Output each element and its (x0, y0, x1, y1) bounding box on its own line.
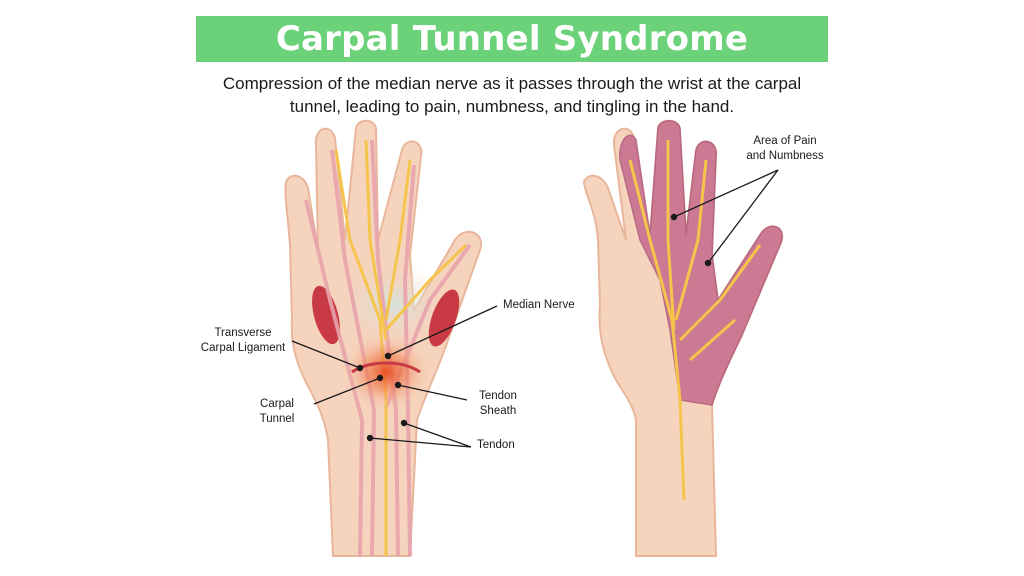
right-hand (582, 119, 783, 557)
label-tendon-sheath: Tendon Sheath (479, 390, 517, 417)
numbness-area (619, 120, 783, 406)
leader-transverse-ligament (291, 340, 361, 369)
label-tendon: Tendon (477, 439, 515, 451)
label-area-of-pain: Area of Pain and Numbness (746, 135, 824, 162)
label-transverse-carpal-ligament: Transverse Carpal Ligament (200, 327, 286, 354)
subtitle-line-2: tunnel, leading to pain, numbness, and t… (289, 97, 735, 116)
subtitle-line-1: Compression of the median nerve as it pa… (222, 74, 802, 93)
median-nerve-left (334, 139, 468, 556)
leader-pain-1 (673, 169, 779, 218)
label-median-nerve: Median Nerve (503, 299, 575, 311)
left-muscle-thenar (312, 285, 340, 345)
leader-tendon-1 (369, 437, 472, 448)
right-muscle-hypothenar (428, 289, 460, 347)
leader-median-nerve (387, 305, 498, 357)
leader-lines (291, 169, 779, 448)
page-title: Carpal Tunnel Syndrome (275, 19, 749, 59)
label-carpal-tunnel: Carpal Tunnel (259, 398, 295, 425)
left-hand (284, 119, 483, 557)
leader-carpal-tunnel (313, 377, 381, 405)
carpal-inflammation (340, 332, 432, 412)
subtitle: Compression of the median nerve as it pa… (180, 72, 844, 118)
leader-tendon-sheath (397, 384, 468, 401)
leader-pain-2 (707, 169, 779, 264)
leader-dots (356, 213, 712, 442)
title-banner: Carpal Tunnel Syndrome (196, 16, 828, 62)
median-nerve-right (628, 140, 762, 501)
leader-tendon-2 (403, 422, 472, 448)
